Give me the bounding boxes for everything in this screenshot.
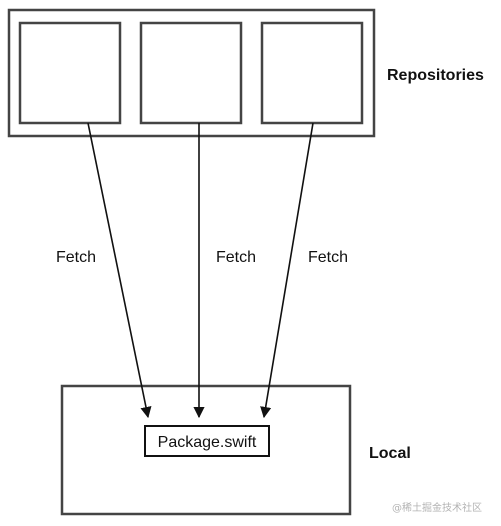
repository-box-2 xyxy=(139,21,243,125)
repositories-label: Repositories xyxy=(387,67,484,84)
watermark-text: @稀土掘金技术社区 xyxy=(392,501,482,514)
repository-box-1 xyxy=(18,21,122,125)
fetch-label-3: Fetch xyxy=(308,249,348,266)
package-file-label: Package.swift xyxy=(158,434,257,451)
fetch-label-1: Fetch xyxy=(56,249,96,266)
repository-box-3 xyxy=(260,21,364,125)
fetch-label-2: Fetch xyxy=(216,249,256,266)
local-label: Local xyxy=(369,445,411,462)
local-container xyxy=(60,384,352,516)
fetch-arrow-3 xyxy=(260,122,314,419)
package-file-box xyxy=(144,425,270,457)
repositories-container xyxy=(7,8,376,138)
fetch-arrow-1 xyxy=(87,122,152,419)
